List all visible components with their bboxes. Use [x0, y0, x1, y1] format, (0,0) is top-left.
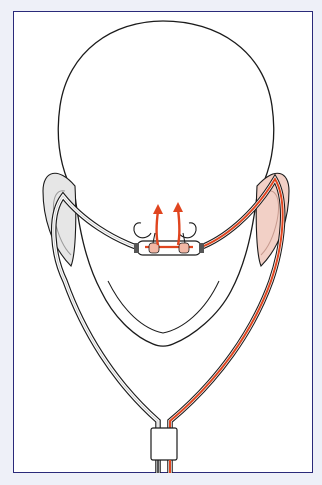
- nasal-cannula-illustration: [13, 11, 313, 473]
- left-ear: [43, 173, 76, 266]
- head-outline: [58, 21, 273, 346]
- tube-slide-clip: [151, 428, 177, 460]
